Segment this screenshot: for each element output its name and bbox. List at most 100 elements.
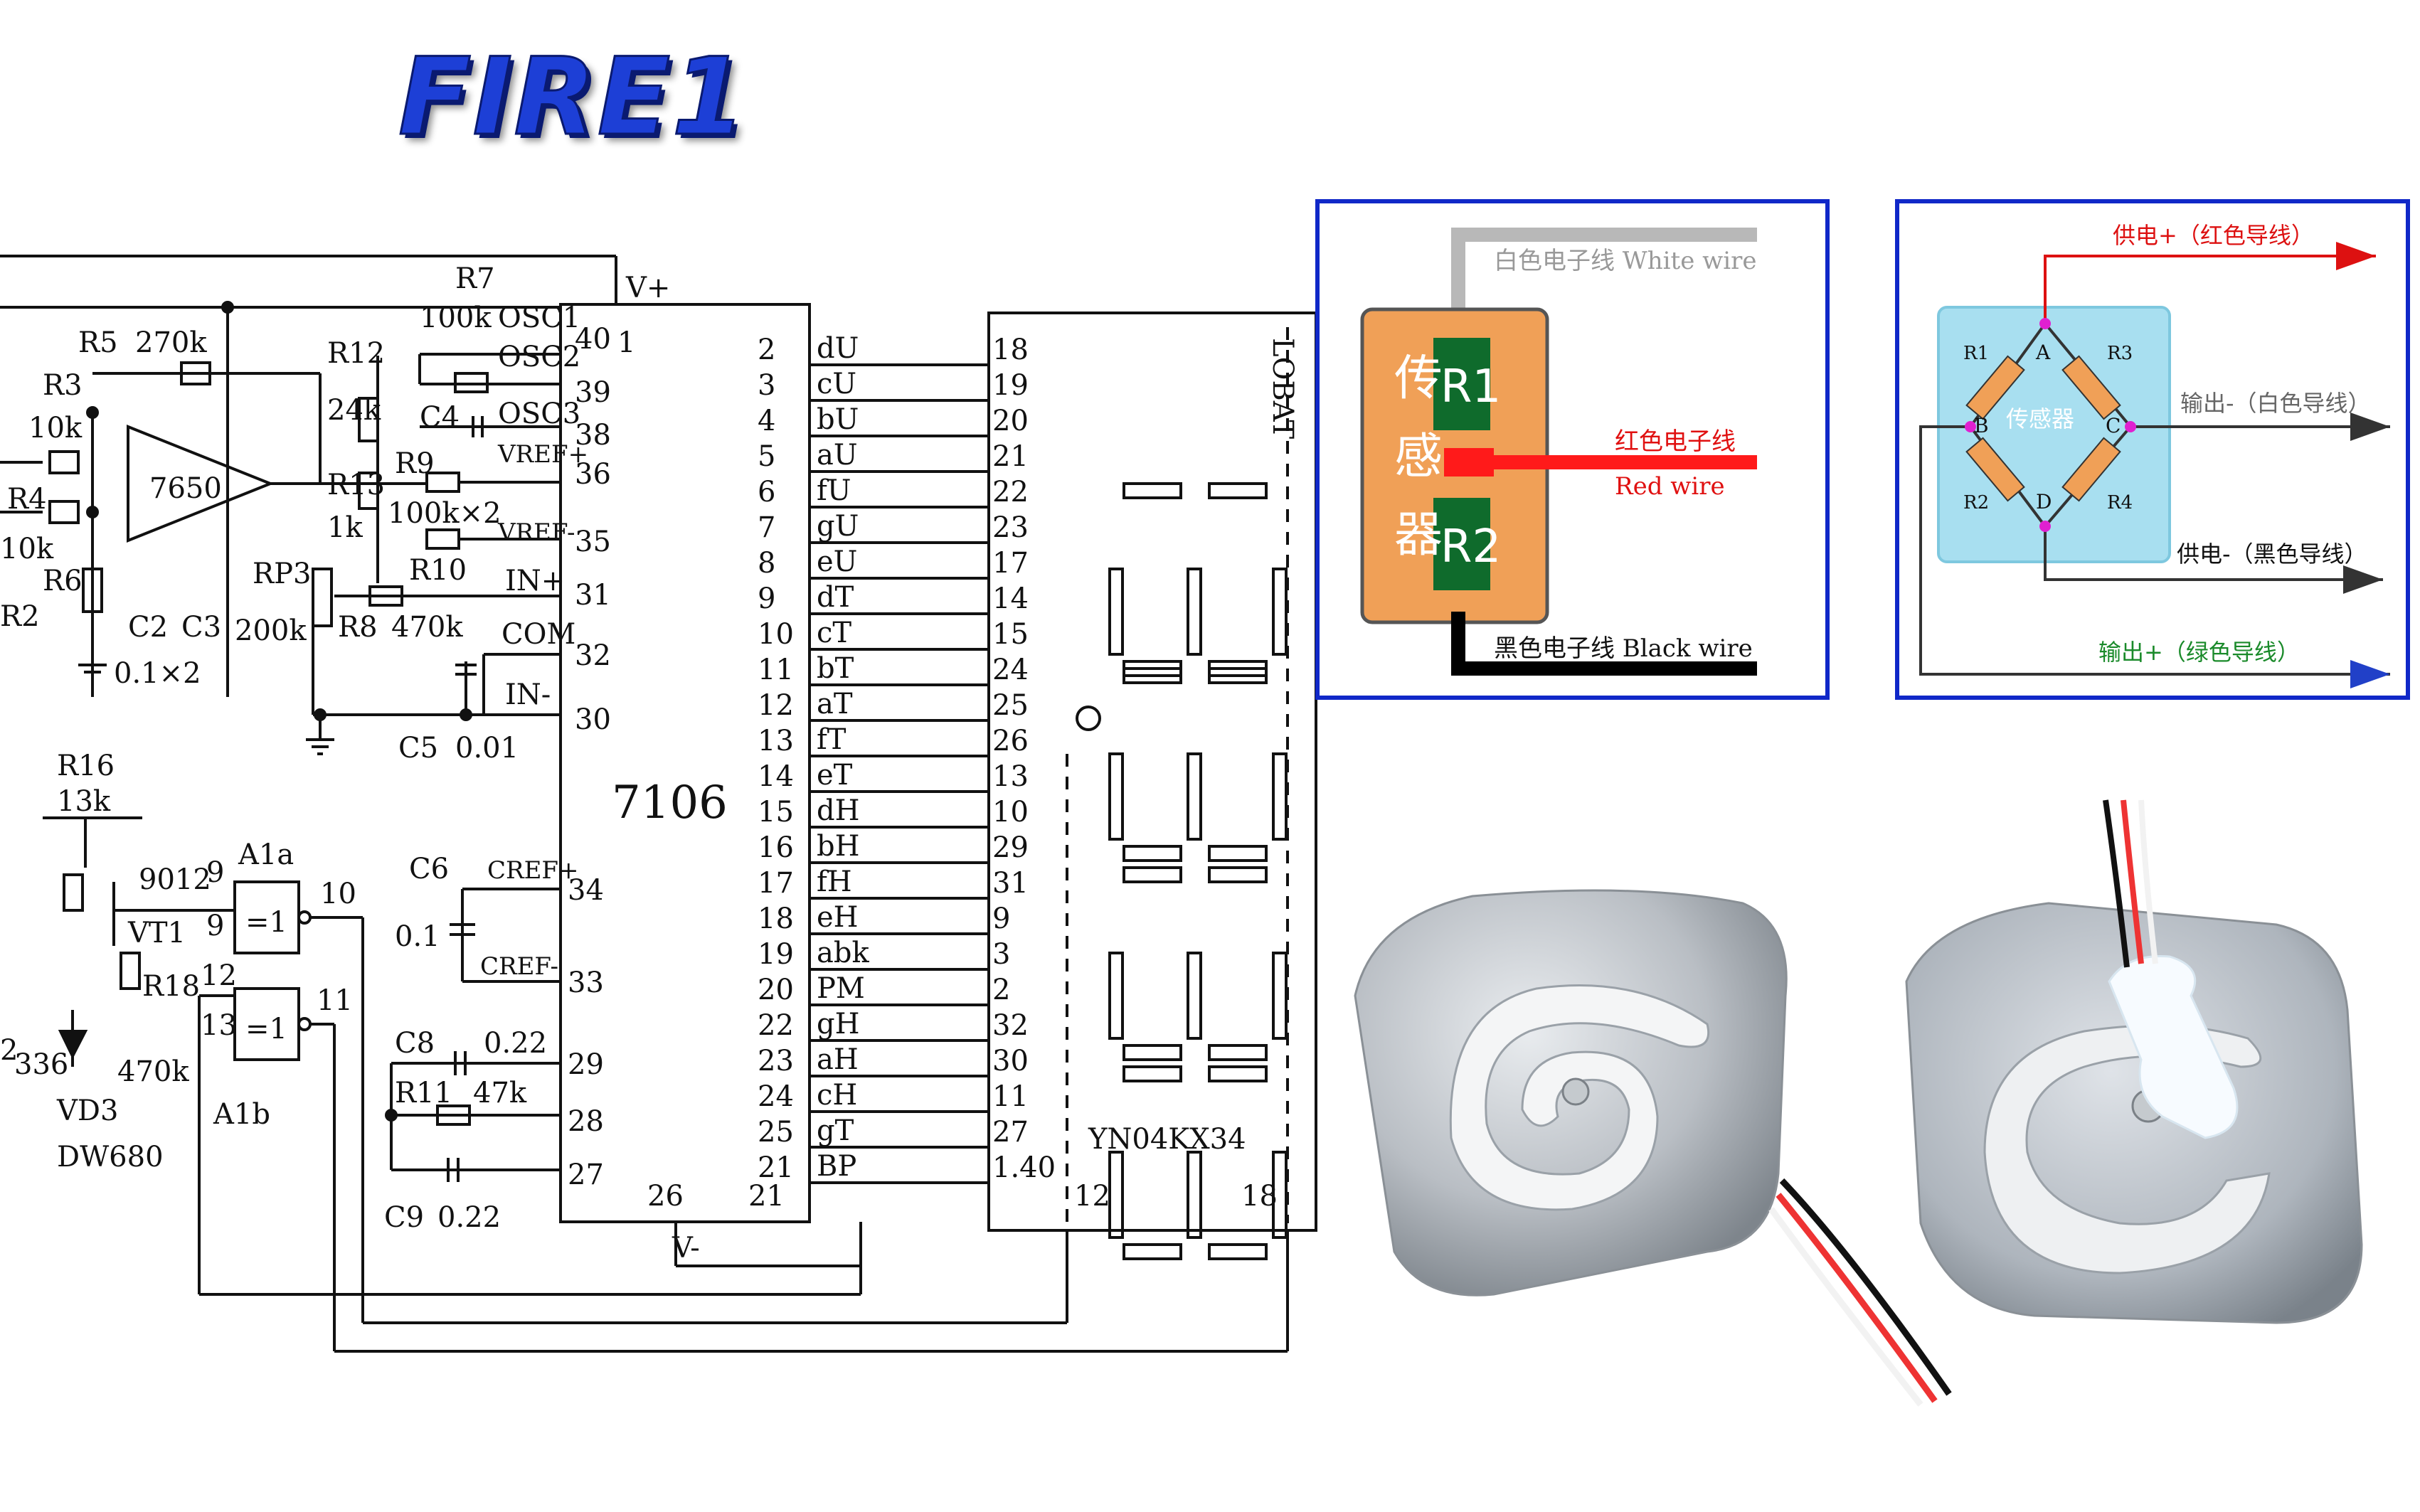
chip-pin-number: 25 xyxy=(758,1116,794,1149)
white-wire-label: 白色电子线 White wire xyxy=(1494,247,1756,275)
label-c8-value: 0.22 xyxy=(484,1027,547,1060)
signal-name: aU xyxy=(817,439,858,472)
resistor-r5 xyxy=(180,361,211,385)
gate-pin-9-top: 9 xyxy=(206,856,224,889)
sensor-char-3: 器 xyxy=(1394,507,1443,563)
display-pin-number: 18 xyxy=(992,334,1029,366)
label-c5: C5 xyxy=(398,732,438,765)
output-plus-label: 输出+（绿色导线） xyxy=(2098,639,2300,666)
label-r5: R5 xyxy=(78,326,118,359)
red-wire-en-label: Red wire xyxy=(1615,472,1725,501)
seven-segment xyxy=(1123,1044,1182,1061)
chip-pin-number: 12 xyxy=(758,689,794,722)
signal-name: eU xyxy=(817,545,857,578)
chip-pin-number: 23 xyxy=(758,1045,794,1077)
resistor-r6 xyxy=(82,568,103,613)
gate-pin-9: 9 xyxy=(206,910,224,942)
chip-pin-number: 15 xyxy=(758,796,794,829)
display-pin-number: 1.40 xyxy=(992,1151,1056,1184)
potentiometer-rp3 xyxy=(312,568,333,627)
display-pin-number: 10 xyxy=(992,796,1029,829)
label-r3-value: 10k xyxy=(28,412,83,444)
output-minus-label: 输出-（白色导线） xyxy=(2180,390,2371,417)
load-cell-photo-1 xyxy=(1354,889,1952,1407)
display-pin-number: 3 xyxy=(992,938,1010,971)
seven-segment xyxy=(1272,952,1288,1040)
label-cref-plus: CREF+ xyxy=(487,856,579,885)
signal-name: eT xyxy=(817,759,853,792)
bridge-label-r3: R3 xyxy=(2107,343,2133,364)
label-c3: C3 xyxy=(181,611,221,644)
resistor-r17 xyxy=(63,873,84,912)
gate-pin-12: 12 xyxy=(201,959,237,992)
seven-segment xyxy=(1272,1151,1288,1239)
red-wire-cn-label: 红色电子线 xyxy=(1615,427,1736,456)
label-r18: R18 xyxy=(142,970,200,1003)
label-r11-value: 47k xyxy=(473,1077,527,1109)
chip-pin-number: 1 xyxy=(617,326,635,359)
display-pin-12: 12 xyxy=(1074,1180,1110,1213)
bridge-resistor-r3 xyxy=(2061,355,2121,420)
signal-name: gU xyxy=(817,510,859,543)
display-pin-number: 25 xyxy=(992,689,1029,722)
signal-name: bH xyxy=(817,830,860,863)
seven-segment xyxy=(1272,752,1288,841)
label-r2: R2 xyxy=(1440,521,1501,573)
label-com: COM xyxy=(501,618,575,651)
label-c6-value: 0.1 xyxy=(395,920,440,953)
label-r1: R1 xyxy=(1440,361,1501,413)
display-pin-number: 26 xyxy=(992,725,1029,757)
chip-pin-number: 14 xyxy=(758,760,794,793)
opamp-7650-symbol xyxy=(127,425,275,543)
resistor-r3 xyxy=(48,450,80,474)
seven-segment xyxy=(1108,752,1124,841)
label-r9-value: 100k×2 xyxy=(388,497,501,530)
display-pin-number: 32 xyxy=(992,1009,1029,1042)
label-vd3-value: DW680 xyxy=(57,1141,164,1173)
chip-pin-number: 7 xyxy=(758,511,775,544)
seven-segment xyxy=(1208,1243,1268,1260)
display-pin-number: 27 xyxy=(992,1116,1029,1149)
signal-name: bT xyxy=(817,652,854,685)
signal-name: gH xyxy=(817,1008,860,1040)
signal-name: cT xyxy=(817,617,851,649)
label-c2: C2 xyxy=(128,611,168,644)
display-pin-number: 9 xyxy=(992,903,1010,935)
sensor-wiring-panel: 传 感 器 R1 R2 白色电子线 White wire 红色电子线 Red w… xyxy=(1315,199,1830,700)
display-chip-name: YN04KX34 xyxy=(1088,1123,1246,1156)
label-vplus: V+ xyxy=(625,272,670,304)
chip-pin-number: 40 xyxy=(575,323,611,356)
resistor-r1-block xyxy=(1433,338,1490,430)
signal-name: dT xyxy=(817,581,854,614)
chip-pin-number: 13 xyxy=(758,725,794,757)
chip-display-body xyxy=(987,312,1317,1232)
chip-pin-number: 8 xyxy=(758,547,775,580)
label-c9-value: 0.22 xyxy=(437,1201,501,1234)
label-gate-a1b-fn: =1 xyxy=(245,1013,287,1045)
seven-segment xyxy=(1208,845,1268,862)
chip-pin-number: 6 xyxy=(758,476,775,509)
signal-name: aT xyxy=(817,688,853,720)
chip-pin-number: 30 xyxy=(575,703,611,736)
seven-segment xyxy=(1123,1065,1182,1082)
seven-segment xyxy=(1187,568,1202,656)
display-pin-number: 13 xyxy=(992,760,1029,793)
bridge-label-r4: R4 xyxy=(2107,492,2133,513)
chip-pin-number: 35 xyxy=(575,526,611,558)
label-vt1: VT1 xyxy=(127,917,186,949)
label-r13: R13 xyxy=(327,469,385,501)
signal-name: cH xyxy=(817,1079,857,1112)
label-c6: C6 xyxy=(409,853,449,885)
chip-pin-number: 22 xyxy=(758,1009,794,1042)
seven-segment xyxy=(1123,1243,1182,1260)
black-wire xyxy=(1451,612,1757,676)
label-r7: R7 xyxy=(455,262,495,295)
chip-pin-number: 33 xyxy=(568,967,604,999)
label-r4: R4 xyxy=(7,483,47,516)
chip-pin-number: 28 xyxy=(568,1105,604,1138)
page-title: FIRE1 xyxy=(398,35,748,161)
display-pin-number: 24 xyxy=(992,654,1029,686)
gate-pin-10: 10 xyxy=(320,878,356,910)
bridge-resistor-r2 xyxy=(1965,437,2025,502)
chip-pin-number: 18 xyxy=(758,903,794,935)
